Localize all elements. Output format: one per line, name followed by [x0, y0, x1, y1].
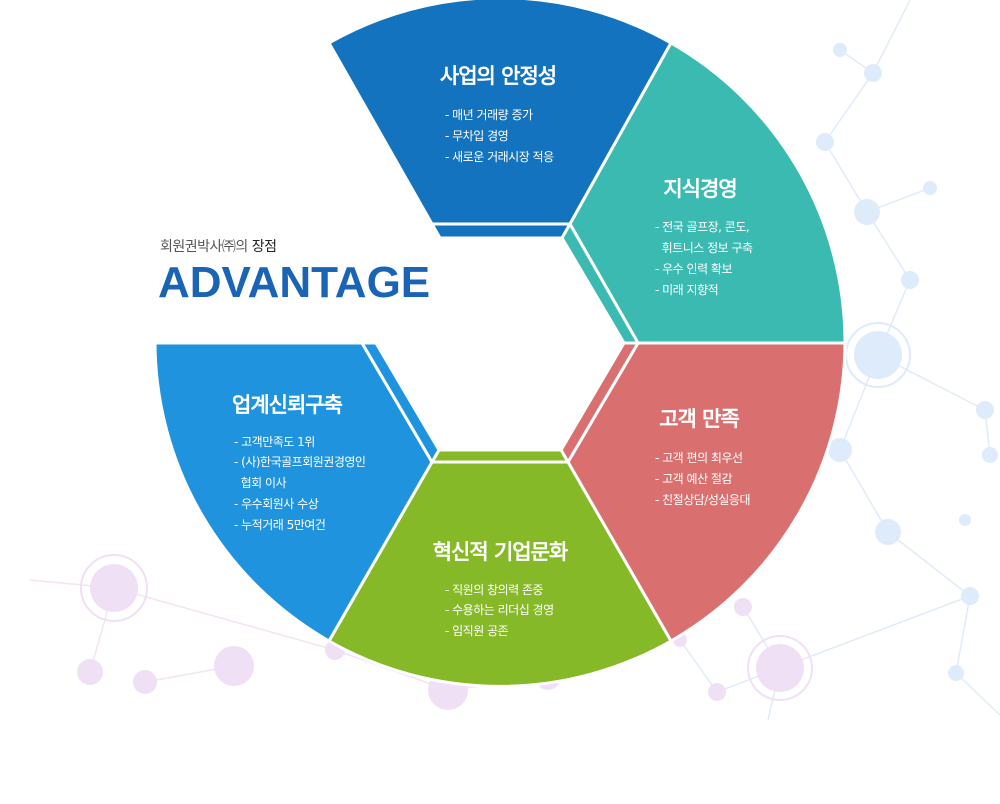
segment-item: - 미래 지향적: [655, 283, 718, 297]
segment-item: - 고객만족도 1위: [234, 435, 315, 449]
segment-industry-trust: [153, 341, 434, 643]
advantage-caption: 회원권박사㈜의 장점: [160, 236, 277, 256]
segment-item: - 고객 편의 최우선: [655, 451, 743, 465]
segment-item: - 직원의 창의력 존중: [445, 583, 544, 597]
segment-item: - 고객 예산 절감: [655, 472, 732, 486]
segment-customer-satisfaction: [566, 341, 847, 643]
segment-item: - 전국 골프장, 콘도,: [655, 220, 749, 234]
segment-item: - 매년 거래량 증가: [445, 108, 533, 122]
caption-prefix: 회원권박사㈜의: [160, 239, 252, 255]
segment-item: - 임직원 공존: [445, 624, 509, 638]
caption-emphasis: 장점: [251, 239, 277, 255]
segment-item: - 무차입 경영: [445, 129, 508, 143]
segment-item: - 새로운 거래시장 적응: [445, 150, 554, 164]
segment-item: - 친절상담/성실응대: [655, 493, 750, 507]
segment-item: 휘트니스 정보 구축: [655, 241, 753, 255]
segment-text-business-stability: 사업의 안정성 - 매년 거래량 증가 - 무차입 경영 - 새로운 거래시장 …: [440, 64, 557, 164]
segment-title: 지식경영: [663, 177, 736, 201]
segment-text-industry-trust: 업계신뢰구축 - 고객만족도 1위 - (사)한국골프회원권경영인 협회 이사 …: [232, 393, 366, 532]
segment-title: 혁신적 기업문화: [433, 540, 569, 564]
segment-text-customer-satisfaction: 고객 만족 - 고객 편의 최우선 - 고객 예산 절감 - 친절상담/성실응대: [655, 407, 751, 507]
advantage-title: ADVANTAGE: [158, 258, 431, 307]
network-background: [29, 0, 1000, 721]
segment-title: 업계신뢰구축: [232, 393, 343, 417]
segment-item: 협회 이사: [234, 476, 287, 490]
segment-innovative-culture-edge: [430, 448, 570, 464]
segment-business-stability-edge: [430, 222, 572, 240]
segment-text-knowledge-management: 지식경영 - 전국 골프장, 콘도, 휘트니스 정보 구축 - 우수 인력 확보…: [655, 177, 754, 297]
segment-item: - (사)한국골프회원권경영인: [234, 455, 365, 469]
segment-innovative-culture: [327, 460, 673, 688]
segment-item: - 우수회원사 수상: [234, 497, 319, 511]
segment-business-stability: [327, 0, 673, 226]
segment-item: - 누적거래 5만여건: [234, 518, 325, 532]
segment-text-innovative-culture: 혁신적 기업문화 - 직원의 창의력 존중 - 수용하는 리더십 경영 - 임직…: [433, 540, 570, 638]
segment-item: - 우수 인력 확보: [655, 262, 732, 276]
segment-title: 고객 만족: [659, 407, 739, 431]
segment-title: 사업의 안정성: [440, 64, 556, 88]
segment-item: - 수용하는 리더십 경영: [445, 603, 554, 617]
segment-knowledge-management: [568, 41, 847, 345]
segment-industry-trust-edge: [360, 341, 441, 464]
ring: [153, 0, 847, 688]
